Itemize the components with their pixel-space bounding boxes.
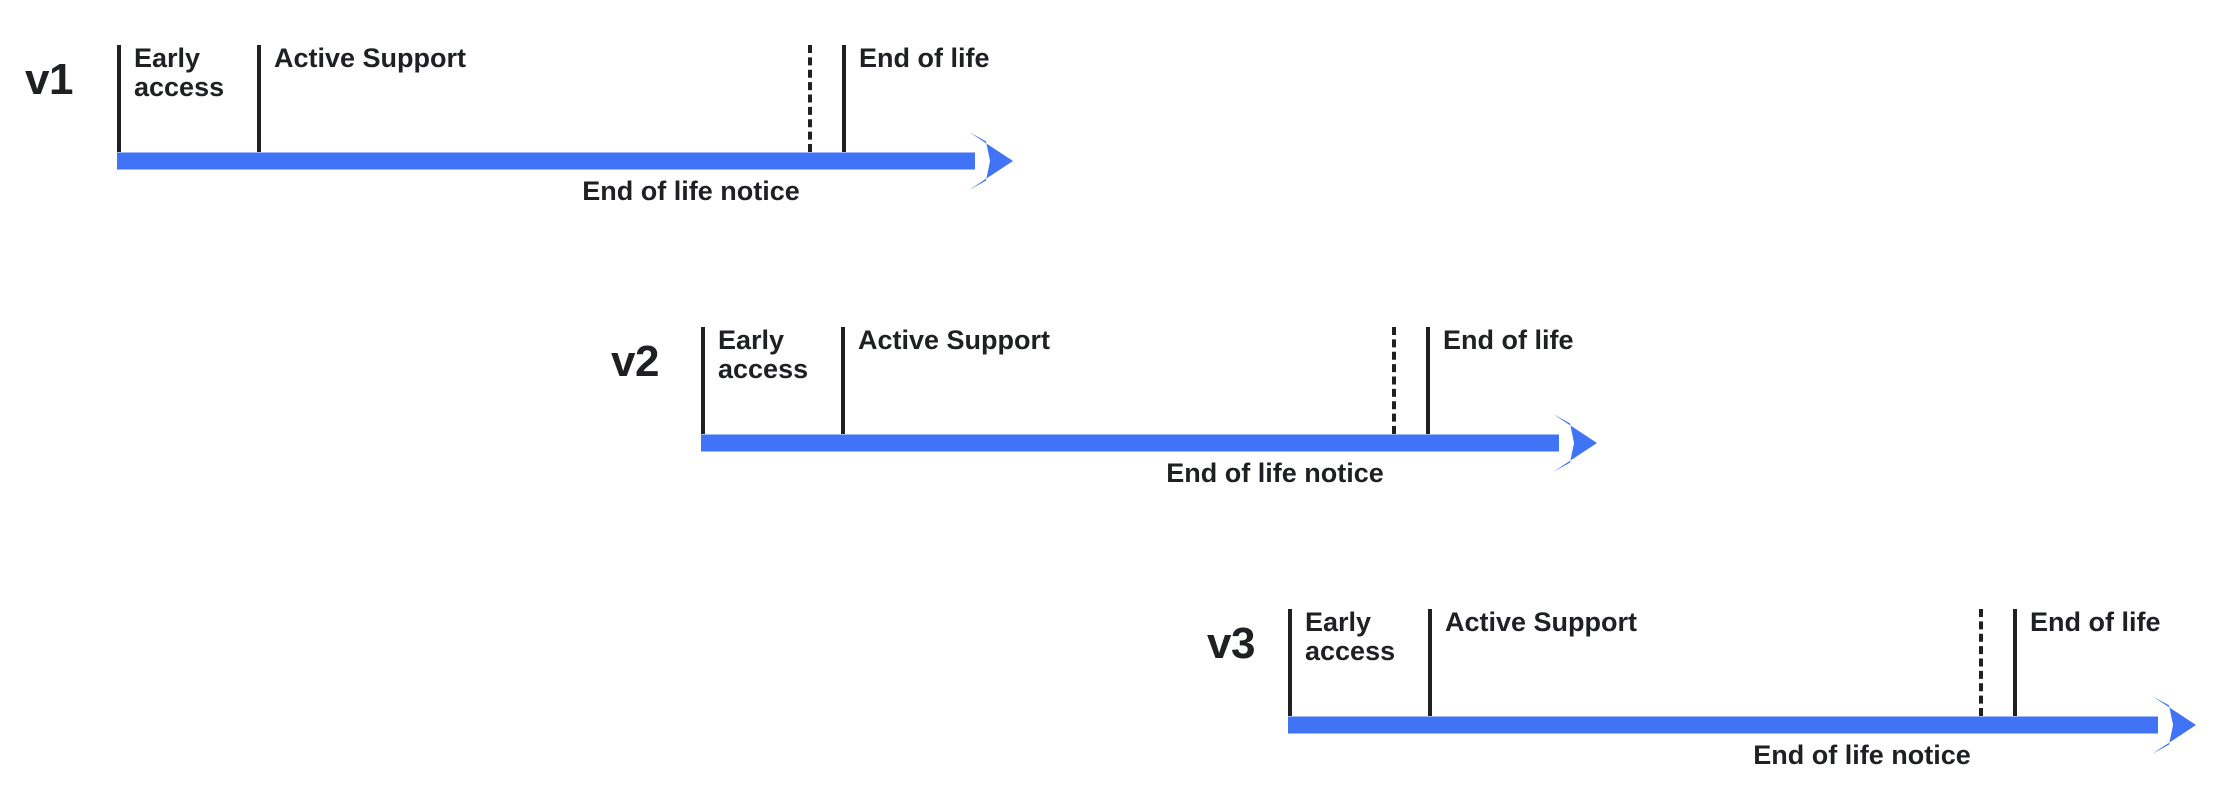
phase-divider-v1-4 [842,45,846,152]
phase-divider-v3-4 [2013,609,2017,716]
arrow-head [969,131,1013,190]
phase-label-end-of-life-v3: End of life [2030,607,2161,637]
phase-divider-v2-3-dashed [1392,327,1396,434]
version-label-v2: v2 [611,337,659,386]
timeline-arrow-v3 [1288,694,2198,756]
phase-label-line-1: Early [718,325,785,355]
phase-label-line-1: Early [1305,607,1372,637]
phase-label-active-support-v1: Active Support [274,43,467,73]
timeline-arrow-v1 [117,130,1015,192]
phase-label-line-2: access [1305,636,1396,667]
phase-label-line-1: Early [134,43,201,73]
arrow-head [2152,695,2196,754]
phase-divider-v3-3-dashed [1979,609,1983,716]
timeline-arrow-v2 [701,412,1599,474]
version-label-v3: v3 [1207,619,1255,668]
phase-divider-v1-3-dashed [808,45,812,152]
phase-divider-v1-2 [257,45,261,152]
phase-divider-v3-2 [1428,609,1432,716]
end-of-life-notice-label-v2: End of life notice [1166,458,1384,488]
version-label-v1: v1 [25,55,73,104]
phase-divider-v1-1 [117,45,121,152]
phase-label-end-of-life-v2: End of life [1443,325,1574,355]
end-of-life-notice-label-v1: End of life notice [582,176,800,206]
phase-divider-v2-2 [841,327,845,434]
phase-label-active-support-v3: Active Support [1445,607,1638,637]
phase-label-end-of-life-v1: End of life [859,43,990,73]
arrow-shaft [1288,716,2158,733]
phase-label-active-support-v2: Active Support [858,325,1051,355]
arrow-shaft [701,434,1559,451]
end-of-life-notice-label-v3: End of life notice [1753,740,1971,770]
arrow-head [1553,413,1597,472]
phase-divider-v3-1 [1288,609,1292,716]
phase-label-line-2: access [718,354,809,385]
phase-label-line-2: access [134,72,225,103]
phase-divider-v2-4 [1426,327,1430,434]
arrow-shaft [117,152,975,169]
phase-divider-v2-1 [701,327,705,434]
